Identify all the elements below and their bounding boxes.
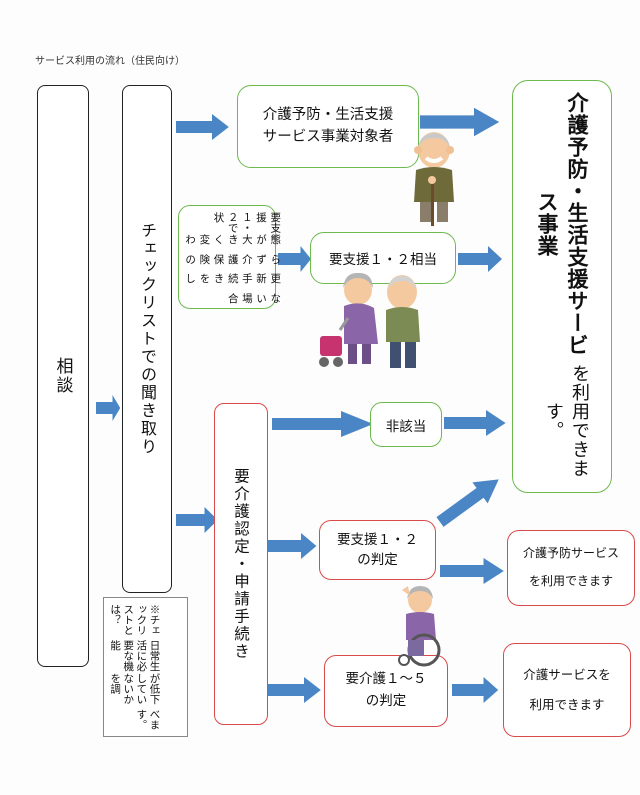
- care-service-line-2: 利用できます: [529, 697, 605, 712]
- note-line-3: らず介護保険の: [184, 253, 282, 265]
- checklist-box: チェックリストでの聞き取り: [122, 85, 172, 593]
- arrow-to-target: [176, 114, 229, 140]
- care-judgment-box: 要介護１～５ の判定: [324, 655, 448, 727]
- note-line-1: 要支援１・２で状: [212, 212, 282, 233]
- not-applicable-box: 非該当: [370, 402, 442, 447]
- business-box: 介護予防・生活支援サービス事業 を利用できます。: [512, 80, 612, 493]
- note-line-4: 更新手続きをし: [184, 273, 282, 284]
- care-service-line-1: 介護サービスを: [523, 667, 611, 682]
- target-line-2: サービス事業対象者: [262, 128, 394, 145]
- page-caption: サービス利用の流れ（住民向け）: [35, 56, 185, 67]
- arrow-to-care-service: [452, 677, 499, 703]
- elderly-couple-illustration: [319, 272, 420, 368]
- prevention-service-line-2: を利用できます: [528, 574, 613, 588]
- arrow-judgment-to-business: [432, 468, 507, 533]
- arrow-to-not-applicable: [272, 411, 374, 437]
- arrow-notapplicable-to-business: [444, 410, 506, 436]
- checklist-note-line-2: 日常生活に必要な機能: [109, 640, 161, 672]
- wheelchair-woman-illustration: [398, 586, 441, 667]
- note-line-5: ない場合: [226, 292, 282, 304]
- arrow-to-care-judgment: [268, 677, 321, 703]
- support-judgment-box: 要支援１・２ の判定: [319, 520, 436, 580]
- elderly-man-illustration: [414, 132, 454, 226]
- checklist-note-line-4: べます。: [135, 709, 161, 730]
- care-judgment-line-2: の判定: [365, 693, 407, 709]
- arrow-consult-to-checklist: [96, 395, 121, 421]
- note-line-2: 態が大きく変わ: [184, 234, 282, 245]
- checklist-label: チェックリストでの聞き取り: [138, 222, 157, 456]
- consultation-label: 相談: [52, 357, 73, 395]
- business-line-2: を利用できます。: [543, 363, 590, 478]
- support-judgment-line-1: 要支援１・２: [337, 531, 418, 548]
- arrow-to-support-judgment: [268, 533, 317, 559]
- care-certification-label: 要介護認定・申請手続き: [232, 467, 250, 661]
- target-line-1: 介護予防・生活支援: [262, 106, 394, 123]
- prevention-service-line-1: 介護予防サービス: [522, 546, 619, 561]
- support-judgment-line-2: の判定: [357, 552, 398, 568]
- arrow-equivalent-to-business: [458, 246, 502, 272]
- consultation-box: 相談: [37, 85, 89, 667]
- checklist-note-line-3: が低下していないかを調: [109, 672, 161, 705]
- arrow-to-support-equivalent: [278, 246, 311, 272]
- care-service-box: 介護サービスを 利用できます: [503, 643, 631, 737]
- not-applicable-label: 非該当: [385, 418, 427, 435]
- care-judgment-line-1: 要介護１～５: [345, 671, 427, 688]
- checklist-note: ※チェックリストとは？ 日常生活に必要な機能 が低下していないかを調 べます。: [103, 597, 188, 737]
- support-condition-note: 要支援１・２で状 態が大きく変わ らず介護保険の 更新手続きをし ない場合: [178, 205, 281, 309]
- checklist-note-line-1: ※チェックリストとは？: [109, 604, 161, 636]
- arrow-to-certification: [176, 507, 218, 533]
- arrow-to-prevention-service: [440, 558, 504, 584]
- support-equivalent-box: 要支援１・２相当: [310, 232, 456, 284]
- prevention-service-box: 介護予防サービス を利用できます: [507, 530, 635, 606]
- target-person-box: 介護予防・生活支援 サービス事業対象者: [237, 85, 419, 168]
- business-line-1: 介護予防・生活支援サービス事業: [535, 91, 589, 356]
- support-equivalent-label: 要支援１・２相当: [329, 252, 437, 268]
- care-certification-box: 要介護認定・申請手続き: [214, 403, 268, 725]
